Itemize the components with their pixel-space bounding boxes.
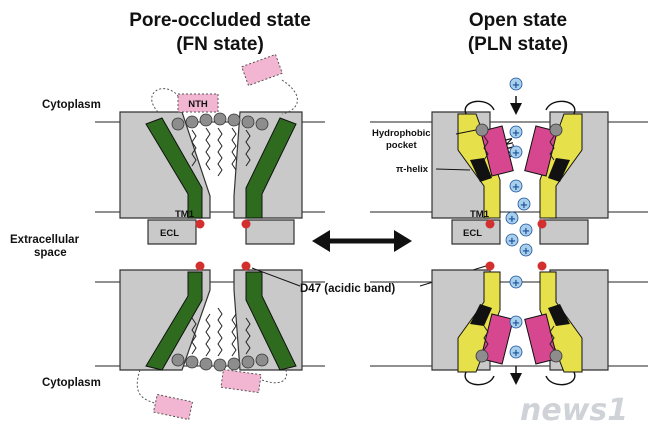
fn-tm-helix-upper-left	[145, 117, 203, 219]
fn-nth-linker-right	[281, 79, 298, 115]
news1-watermark: news1	[520, 393, 628, 428]
extracellular-label-line2: space	[34, 247, 67, 259]
pln-nth-lower-right	[524, 313, 558, 365]
cytoplasm-bottom-label: Cytoplasm	[42, 377, 101, 389]
fn-nth-linker-left	[151, 88, 179, 113]
hydrophobic-label-line1: Hydrophobic	[372, 128, 431, 139]
fn-d-residues	[195, 219, 251, 271]
fn-lipid-heads-lower	[171, 353, 269, 372]
d47-pointer-left	[251, 267, 301, 287]
fn-nth-box-top	[177, 93, 219, 113]
fn-lipid-tails-upper	[191, 127, 251, 177]
pln-nth-lower-left	[480, 313, 514, 365]
cytoplasm-top-label: Cytoplasm	[42, 99, 101, 111]
ion-plus-signs: + + + + + + + + + + + +	[508, 80, 530, 359]
pi-helix-band-upper-right	[548, 158, 570, 182]
left-title-line1: Pore-occluded state	[129, 10, 311, 31]
svg-text:+: +	[508, 236, 516, 247]
pi-helix-band-lower-right	[548, 304, 570, 326]
pln-d-residues	[485, 219, 547, 271]
fn-nth-box-bottom	[220, 368, 262, 394]
fn-nth-box-top-right	[241, 53, 283, 87]
state-transition-arrow	[312, 230, 412, 252]
pln-lipid-heads	[475, 123, 563, 363]
left-title-line2: (FN state)	[176, 34, 264, 55]
right-title-line2: (PLN state)	[468, 34, 568, 55]
fn-nth-label: NTH	[188, 99, 208, 110]
pln-linker-ul	[464, 100, 495, 115]
extracellular-label-line1: Extracellular	[10, 234, 80, 246]
fn-nth-box-bottom-left	[152, 393, 194, 421]
cation-ions	[505, 77, 533, 359]
pln-linker-ll	[464, 371, 495, 386]
svg-text:+: +	[508, 214, 516, 225]
left-ecl-block-right	[245, 219, 295, 245]
hydrophobic-label-line2: pocket	[386, 140, 417, 151]
pln-lipid-tails	[483, 135, 555, 351]
svg-text:+: +	[512, 348, 520, 359]
pi-helix-band-upper-left	[470, 158, 492, 182]
svg-text:+: +	[522, 226, 530, 237]
pln-nth-upper-left	[480, 125, 514, 177]
svg-text:+: +	[520, 200, 528, 211]
pln-linker-ur	[545, 100, 576, 115]
d47-label: D47 (acidic band)	[300, 283, 395, 295]
pln-tm1-label: TM1	[470, 209, 490, 220]
left-ecl-block-left	[147, 219, 197, 245]
fn-tm1-label: TM1	[175, 209, 195, 220]
svg-text:+: +	[512, 182, 520, 193]
fn-tm-helix-lower-left	[145, 271, 203, 371]
pi-helix-band-lower-left	[470, 304, 492, 326]
fn-lipid-tails-lower	[191, 307, 251, 357]
fn-nth-linker-bottom-left	[136, 369, 157, 405]
fn-channel: NTH TM1 ECL	[119, 53, 303, 421]
svg-text:+: +	[512, 148, 520, 159]
svg-text:+: +	[512, 278, 520, 289]
pi-helix-label: π-helix	[396, 164, 429, 175]
svg-text:+: +	[512, 128, 520, 139]
fn-nth-linker-bottom	[261, 365, 288, 384]
pln-channel: NTH TM1 ECL	[431, 77, 609, 386]
fn-ecl-label: ECL	[160, 228, 179, 239]
hydrophobic-pointer	[455, 129, 477, 135]
svg-text:+: +	[522, 246, 530, 257]
pln-linker-lr	[545, 371, 576, 386]
right-ecl-block-right	[539, 219, 589, 245]
right-title-line1: Open state	[469, 10, 567, 31]
svg-text:+: +	[512, 80, 520, 91]
pi-helix-pointer	[435, 168, 471, 171]
svg-text:+: +	[512, 318, 520, 329]
fn-tm-helix-upper-right	[245, 117, 297, 219]
pln-ecl-label: ECL	[463, 228, 482, 239]
pln-nth-upper-right	[524, 125, 558, 177]
fn-lipid-heads-upper	[171, 112, 269, 131]
